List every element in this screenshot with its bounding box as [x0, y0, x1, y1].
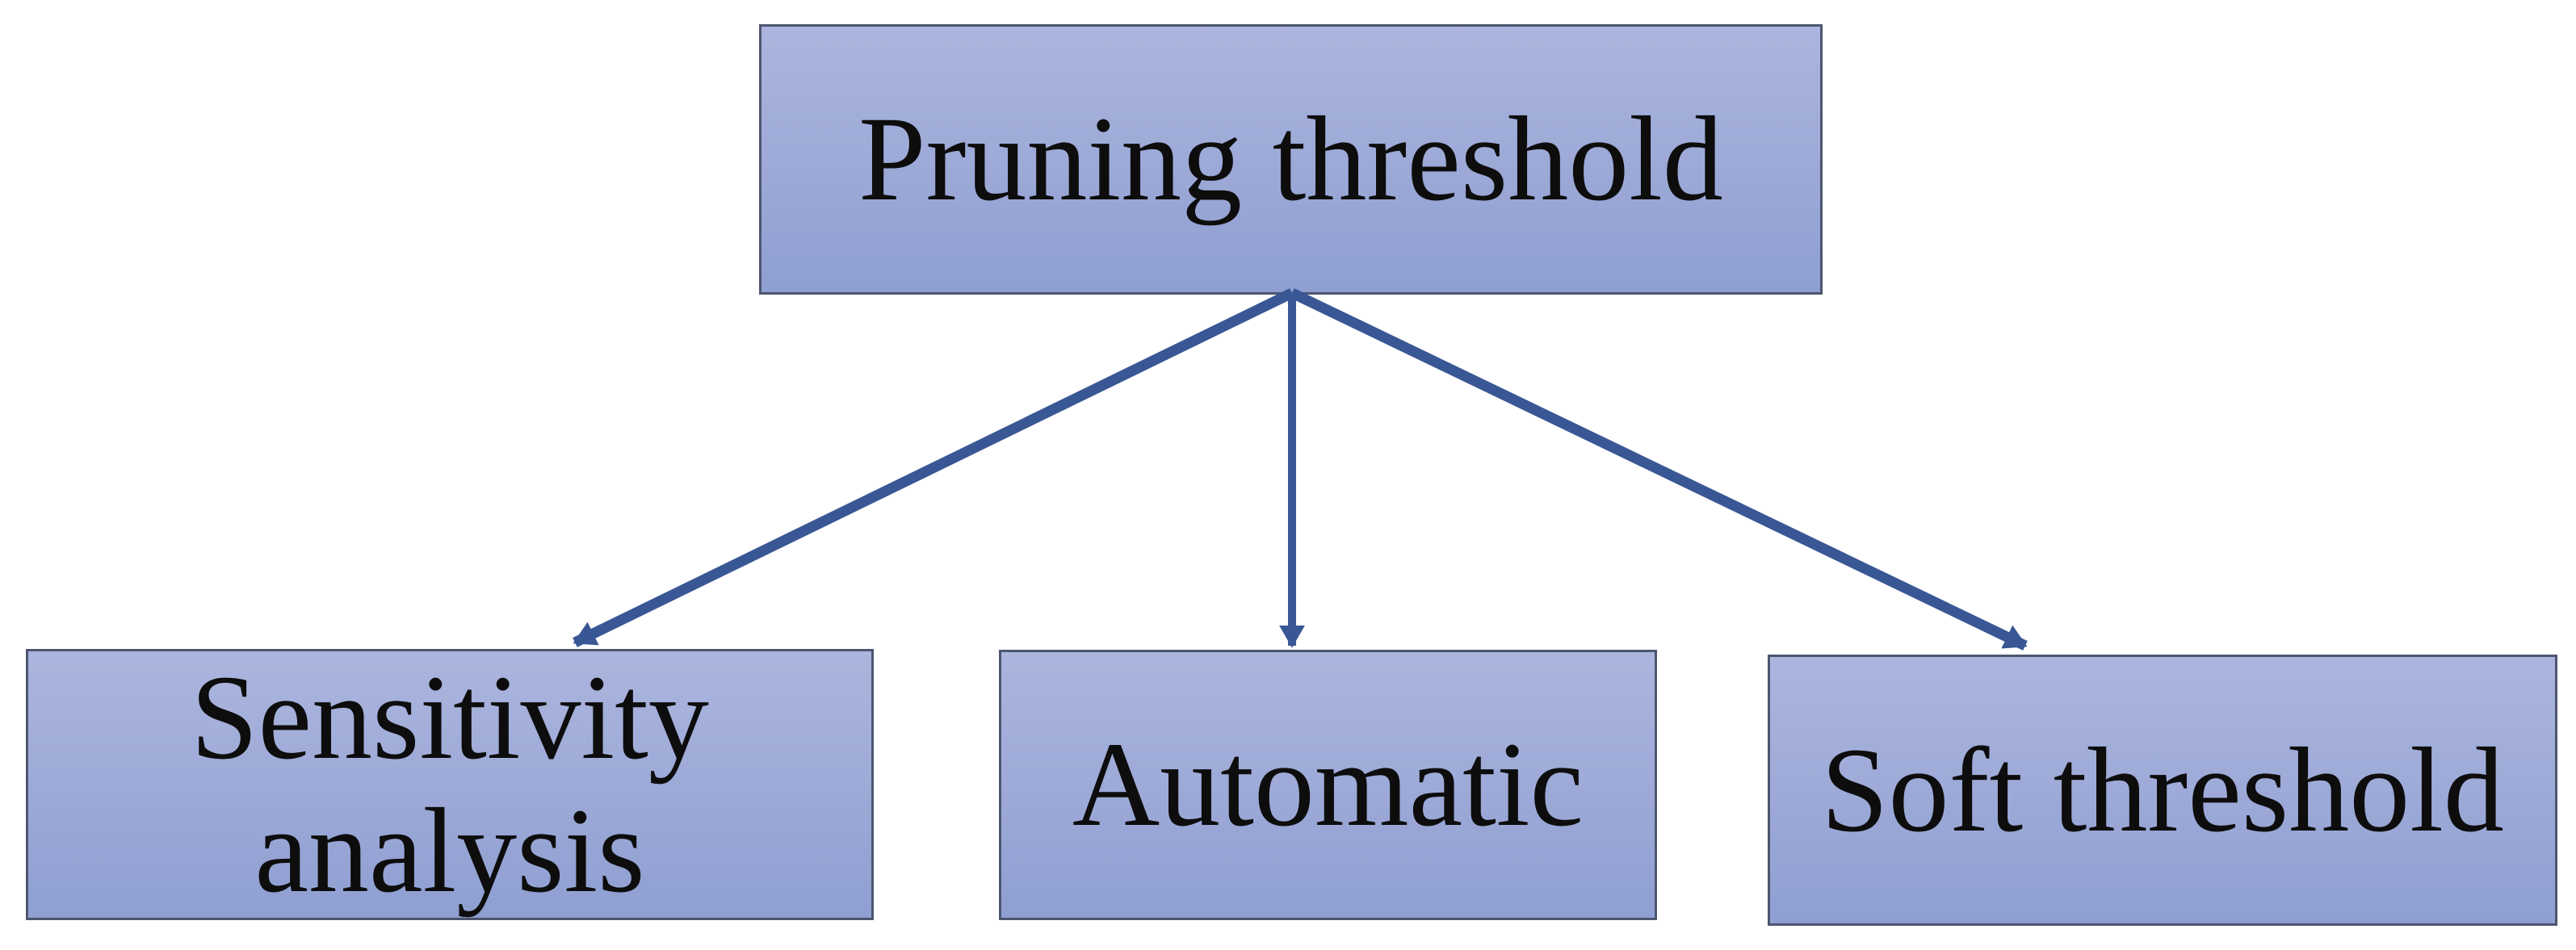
node-sensitivity-analysis: Sensitivity analysis [26, 649, 874, 920]
node-sensitivity-analysis-label: Sensitivity analysis [191, 651, 709, 918]
node-pruning-threshold: Pruning threshold [759, 24, 1823, 295]
node-soft-threshold: Soft threshold [1768, 655, 2557, 926]
node-soft-threshold-label: Soft threshold [1821, 722, 2504, 857]
node-automatic-label: Automatic [1072, 718, 1584, 852]
node-pruning-threshold-label: Pruning threshold [858, 92, 1723, 226]
node-automatic: Automatic [999, 650, 1657, 920]
edge-arrow-root-to-soft-threshold [1290, 288, 2028, 651]
edge-arrow-root-to-sensitivity-analysis [573, 288, 1294, 647]
